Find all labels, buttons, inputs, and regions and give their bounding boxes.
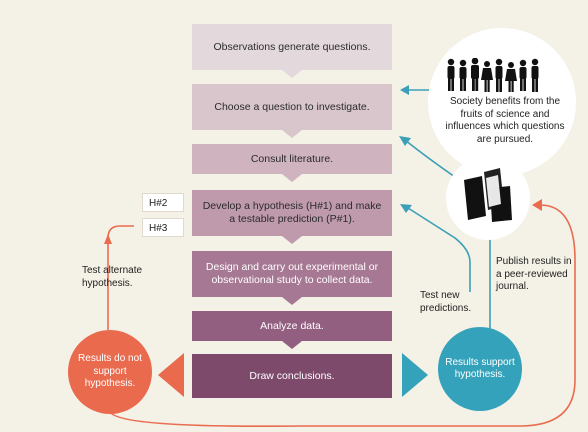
journal-to-question-arrowhead <box>399 136 411 146</box>
step-box: Observations generate questions. <box>192 24 392 70</box>
society-to-question-arrowhead <box>400 85 409 95</box>
step-connector <box>282 297 302 305</box>
people-silhouettes-icon <box>447 58 539 92</box>
results-not-support-circle: Results do not support hypothesis. <box>68 330 152 414</box>
publish-note: Publish results in a peer-reviewed journ… <box>496 256 572 292</box>
step-label: Consult literature. <box>250 152 334 165</box>
step-box: Consult literature. <box>192 144 392 174</box>
society-note: Society benefits from the fruits of scie… <box>445 96 565 145</box>
results-not-support-label: Results do not support hypothesis. <box>78 353 142 390</box>
test-new-predictions-arrowhead <box>400 204 412 213</box>
step-box: Draw conclusions. <box>192 354 392 398</box>
loop-arrow-head <box>532 199 542 211</box>
step-label: Choose a question to investigate. <box>214 100 370 113</box>
hypothesis-2-box: H#2 <box>142 193 184 212</box>
step-box: Develop a hypothesis (H#1) and make a te… <box>192 190 392 236</box>
right-triangle-teal <box>402 353 428 397</box>
step-connector <box>282 70 302 78</box>
loop-arrow <box>109 204 576 428</box>
results-support-circle: Results support hypothesis. <box>438 327 522 411</box>
hypothesis-3-box: H#3 <box>142 218 184 237</box>
step-label: Analyze data. <box>260 319 324 332</box>
step-box: Choose a question to investigate. <box>192 84 392 130</box>
step-box: Analyze data. <box>192 311 392 341</box>
step-connector <box>282 236 302 244</box>
journal-books-icon <box>464 168 512 222</box>
step-label: Draw conclusions. <box>249 369 335 382</box>
step-label: Develop a hypothesis (H#1) and make a te… <box>202 200 382 225</box>
test-new-predictions-note: Test new predictions. <box>420 290 472 314</box>
step-label: Observations generate questions. <box>213 40 371 53</box>
step-connector <box>282 130 302 138</box>
results-support-label: Results support hypothesis. <box>445 356 515 381</box>
test-new-predictions-arrow <box>407 207 471 292</box>
step-connector <box>282 174 302 182</box>
left-triangle-red <box>158 353 184 397</box>
step-box: Design and carry out experimental or obs… <box>192 251 392 297</box>
alternate-hypothesis-arrowhead <box>104 234 112 244</box>
society-circle <box>428 28 576 176</box>
step-connector <box>282 341 302 349</box>
test-alternate-note: Test alternate hypothesis. <box>82 265 143 289</box>
step-label: Design and carry out experimental or obs… <box>205 261 379 286</box>
